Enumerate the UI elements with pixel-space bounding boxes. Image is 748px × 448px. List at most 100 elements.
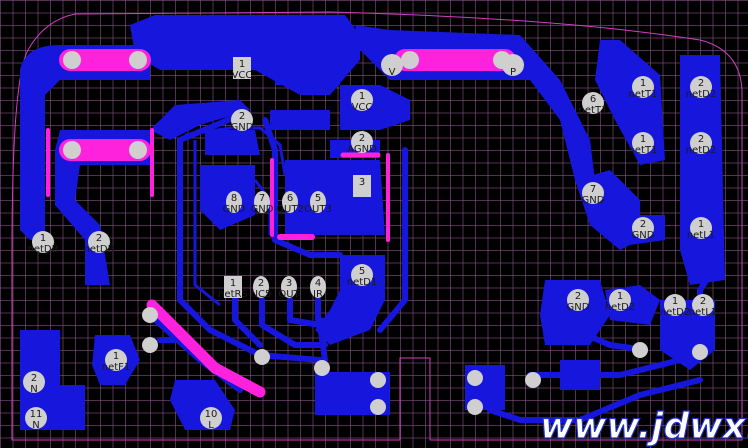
pad-number: 1 bbox=[239, 59, 245, 70]
pad-number: 1 bbox=[113, 351, 119, 362]
pad-net-label: netD2 bbox=[686, 89, 716, 100]
pad-net-label: netT1 bbox=[579, 105, 608, 116]
pad-22: 10L bbox=[200, 407, 222, 431]
pad-shape bbox=[32, 231, 54, 253]
pad-net-label: netD1 bbox=[347, 277, 377, 288]
copper-traces bbox=[97, 112, 723, 423]
pad-net-label: GND bbox=[231, 122, 254, 133]
pad-net-label: netRS bbox=[218, 289, 248, 300]
pad-net-label: OUT2 bbox=[276, 204, 304, 215]
pad-number: 10 bbox=[205, 409, 218, 420]
pad-net-label: P bbox=[510, 67, 516, 78]
pad-shape bbox=[353, 175, 371, 197]
pad-net-label: netL1 bbox=[687, 230, 715, 241]
via-pad-8 bbox=[632, 342, 648, 358]
pad-number: 11 bbox=[30, 409, 43, 420]
pad-net-label: GND bbox=[567, 302, 590, 313]
pad-net-label: netDB bbox=[84, 244, 115, 255]
pad-shape bbox=[88, 231, 110, 253]
pad-number: 2 bbox=[640, 219, 646, 230]
pad-net-label: netDB bbox=[28, 244, 59, 255]
pad-number: 2 bbox=[575, 291, 581, 302]
pad-shape bbox=[281, 276, 297, 298]
pad-number: 2 bbox=[96, 233, 102, 244]
pad-net-label: NC5 bbox=[251, 289, 272, 300]
pad-number: 5 bbox=[315, 193, 321, 204]
pad-number: 6 bbox=[590, 94, 596, 105]
pad-shape bbox=[381, 54, 403, 76]
pad-number: 1 bbox=[359, 91, 365, 102]
pad-net-label: netT1 bbox=[629, 89, 658, 100]
pad-number: 1 bbox=[230, 278, 236, 289]
pad-3: P bbox=[502, 54, 524, 78]
pad-20: 2N bbox=[23, 371, 45, 395]
pad-shape bbox=[25, 407, 47, 429]
pad-shape bbox=[200, 407, 222, 429]
pad-net-label: N bbox=[32, 420, 39, 431]
pad-number: 5 bbox=[359, 266, 365, 277]
pad-shape bbox=[567, 289, 589, 311]
via-pad-7 bbox=[525, 372, 541, 388]
via-pad-1 bbox=[142, 337, 158, 353]
pad-net-label: netD2 bbox=[605, 302, 635, 313]
pad-number: 4 bbox=[315, 278, 321, 289]
pad-net-label: GND bbox=[632, 230, 655, 241]
pad-net-label: GND bbox=[223, 204, 246, 215]
silkscreen-layer bbox=[46, 49, 516, 398]
pad-shape bbox=[351, 89, 373, 111]
pad-net-label: netL1 bbox=[689, 307, 717, 318]
pad-number: 1 bbox=[640, 78, 646, 89]
pad-number: 1 bbox=[617, 291, 623, 302]
pad-shape bbox=[310, 191, 326, 213]
pad-shape bbox=[231, 109, 253, 131]
pad-shape bbox=[632, 132, 654, 154]
pad-shape bbox=[105, 349, 127, 371]
pad-shape bbox=[690, 76, 712, 98]
via-pad-9 bbox=[692, 344, 708, 360]
pad-shape bbox=[226, 191, 242, 213]
pad-shape bbox=[351, 264, 373, 286]
pad-shape bbox=[609, 289, 631, 311]
pad-shape bbox=[310, 276, 326, 298]
pad-7: 3 bbox=[353, 175, 371, 197]
via-pad-2 bbox=[254, 349, 270, 365]
pad-number: 7 bbox=[590, 184, 596, 195]
pad-net-label: GND bbox=[582, 195, 605, 206]
pad-shape bbox=[632, 217, 654, 239]
pad-net-label: L bbox=[208, 420, 214, 431]
pad-shape bbox=[690, 217, 712, 239]
via-pad-4 bbox=[370, 399, 386, 415]
pad-number: 7 bbox=[259, 193, 265, 204]
pad-shape bbox=[282, 191, 298, 213]
board-outline bbox=[11, 11, 743, 441]
watermark: www.jdwx.cn bbox=[540, 406, 748, 447]
pad-number: 6 bbox=[287, 193, 293, 204]
pad-number: 1 bbox=[672, 296, 678, 307]
via-pad-11 bbox=[142, 307, 158, 323]
pad-net-label: OUT bbox=[278, 289, 300, 300]
